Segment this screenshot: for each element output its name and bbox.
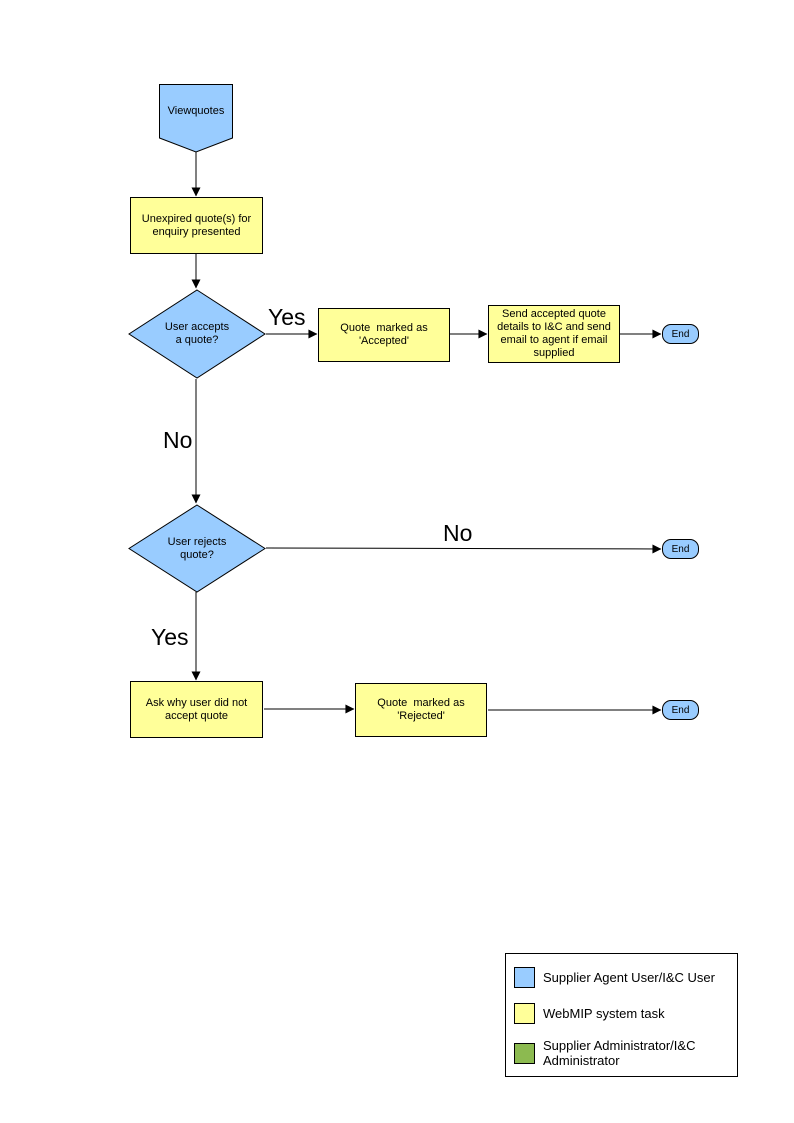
legend-swatch-supplier-administrator [514, 1042, 535, 1064]
process-mark-accepted: Quote marked as 'Accepted' [318, 308, 450, 362]
end-node-no-reject-label: End [671, 543, 690, 555]
legend-label: Supplier Administrator/I&C Administrator [543, 1038, 696, 1068]
legend-item: Supplier Administrator/I&C Administrator [514, 1038, 695, 1068]
start-node-viewquotes: Viewquotes [159, 84, 233, 153]
end-node-accepted: End [662, 324, 699, 344]
decision-user-accepts: User accepts a quote? [128, 289, 266, 379]
edge-label-rejects-yes: Yes [151, 624, 189, 650]
end-node-accepted-label: End [671, 328, 690, 340]
edge-label-accepts-yes: Yes [268, 304, 306, 330]
decision-diamond-shape [128, 504, 266, 593]
decision-diamond-shape [128, 289, 266, 379]
legend-item: WebMIP system task [514, 1003, 665, 1024]
legend-item: Supplier Agent User/I&C User [514, 967, 715, 988]
legend: Supplier Agent User/I&C User WebMIP syst… [505, 953, 738, 1077]
decision-user-rejects-label: User rejects quote? [167, 535, 227, 561]
edge-label-rejects-no: No [443, 520, 473, 546]
process-send-details-label: Send accepted quote details to I&C and s… [497, 308, 611, 359]
process-mark-accepted-label: Quote marked as 'Accepted' [340, 322, 428, 347]
process-ask-why-label: Ask why user did not accept quote [145, 696, 248, 722]
edge-rejects-no [265, 544, 662, 554]
end-node-no-reject: End [662, 539, 699, 559]
end-node-rejected-label: End [671, 704, 690, 716]
start-node-label: Viewquotes [167, 105, 225, 117]
legend-swatch-webmip-system-task [514, 1003, 535, 1024]
process-unexpired-quotes-label: Unexpired quote(s) for enquiry presented [141, 212, 252, 238]
decision-user-accepts-label: User accepts a quote? [164, 321, 230, 346]
process-mark-rejected-label: Quote marked as 'Rejected' [377, 697, 465, 722]
end-node-rejected: End [662, 700, 699, 720]
legend-label: Supplier Agent User/I&C User [543, 970, 715, 985]
legend-label: WebMIP system task [543, 1006, 665, 1021]
legend-swatch-supplier-agent-user [514, 967, 535, 988]
process-unexpired-quotes: Unexpired quote(s) for enquiry presented [130, 197, 263, 254]
process-ask-why: Ask why user did not accept quote [130, 681, 263, 738]
off-page-connector-shape [159, 84, 233, 153]
process-send-details: Send accepted quote details to I&C and s… [488, 305, 620, 363]
edge-label-accepts-no: No [163, 427, 193, 453]
decision-user-rejects: User rejects quote? [128, 504, 266, 593]
process-mark-rejected: Quote marked as 'Rejected' [355, 683, 487, 737]
